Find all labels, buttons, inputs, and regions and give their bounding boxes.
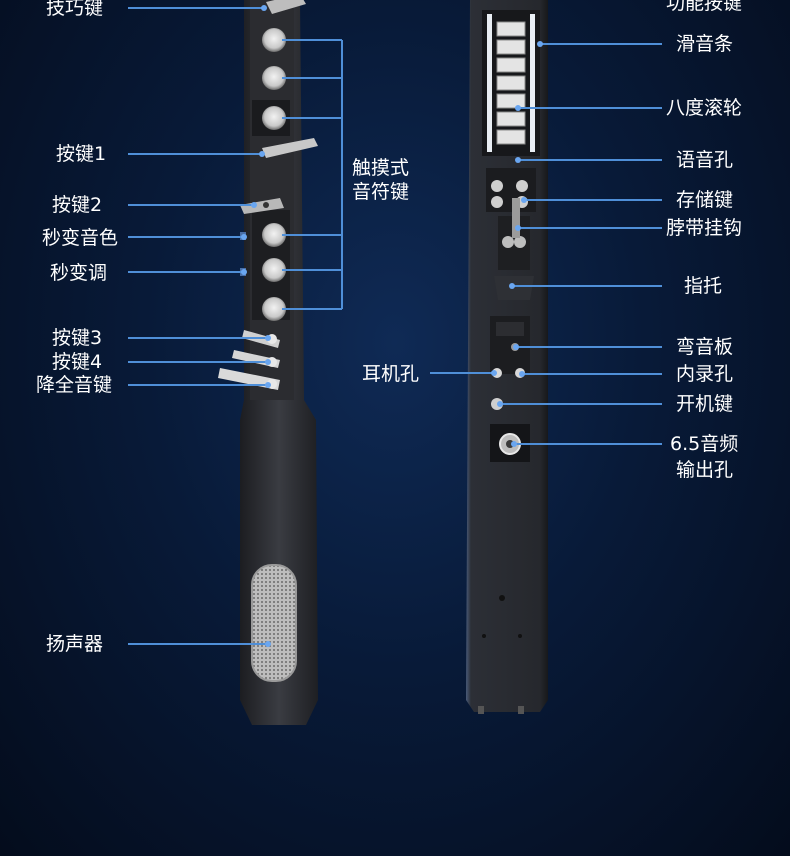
label-finger-rest: 指托 [684,275,722,297]
label-touch-keys-1: 触摸式 [352,157,409,179]
label-all-down-key: 降全音键 [36,374,112,396]
label-strap-hook: 脖带挂钩 [666,217,742,239]
label-output-1: 6.5音频 [670,433,738,455]
label-key4: 按键4 [52,351,102,373]
label-octave-wheel: 八度滚轮 [666,97,742,119]
label-bend-plate: 弯音板 [676,336,733,358]
octave-wheel [497,22,525,144]
label-output-2: 输出孔 [676,459,733,481]
label-speaker: 扬声器 [46,633,103,655]
label-key2: 按键2 [52,194,102,216]
label-second-tone: 秒变音色 [42,227,118,249]
label-earphone-hole: 耳机孔 [362,363,419,385]
label-power-key: 开机键 [676,393,733,415]
label-function-key: 功能按键 [666,0,742,14]
label-touch-keys-2: 音符键 [352,181,409,203]
label-voice-hole: 语音孔 [676,149,733,171]
label-slide-bar: 滑音条 [676,33,733,55]
label-key1: 按键1 [56,143,106,165]
label-key3: 按键3 [52,327,102,349]
label-skill-key: 技巧键 [46,0,103,19]
label-internal-rec: 内录孔 [676,363,733,385]
label-storage-key: 存储键 [676,189,733,211]
speaker-grill [252,565,296,681]
label-second-key: 秒变调 [50,262,107,284]
